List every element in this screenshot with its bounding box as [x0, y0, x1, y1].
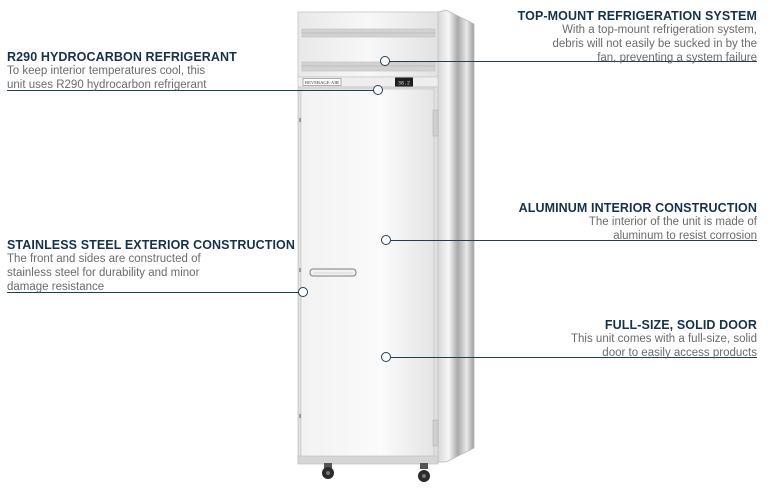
feature-description: With a top-mount refrigeration system, d… [552, 24, 757, 64]
feature-description: The front and sides are constructed of s… [7, 253, 201, 293]
feature-description: This unit comes with a full-size, solid … [571, 333, 757, 359]
hinge-bottom [432, 419, 439, 447]
feature-title: FULL-SIZE, SOLID DOOR [604, 318, 757, 332]
feature-description: The interior of the unit is made of alum… [588, 216, 757, 242]
feature-top-mount: TOP-MOUNT REFRIGERATION SYSTEM With a to… [518, 9, 757, 65]
hinge-top [432, 109, 439, 137]
temperature-display [395, 77, 413, 87]
feature-door: FULL-SIZE, SOLID DOOR This unit comes wi… [571, 318, 757, 360]
callout-dot-stainless [298, 287, 308, 297]
feature-aluminum: ALUMINUM INTERIOR CONSTRUCTION The inter… [519, 201, 757, 243]
callout-dot-aluminum [381, 235, 391, 245]
cabinet-side [437, 9, 475, 463]
feature-stainless: STAINLESS STEEL EXTERIOR CONSTRUCTION Th… [7, 238, 295, 294]
cabinet-base [297, 455, 439, 465]
caster-left [322, 463, 334, 479]
feature-description: To keep interior temperatures cool, this… [7, 65, 207, 91]
callout-dot-door [381, 352, 391, 362]
callout-line-top-mount [386, 61, 757, 63]
callout-dot-r290 [373, 85, 383, 95]
feature-r290: R290 HYDROCARBON REFRIGERANT To keep int… [7, 50, 237, 92]
callout-line-aluminum [391, 240, 757, 242]
feature-title: STAINLESS STEEL EXTERIOR CONSTRUCTION [7, 238, 295, 252]
door-handle [309, 268, 357, 277]
callout-dot-top-mount [380, 56, 390, 66]
feature-title: ALUMINUM INTERIOR CONSTRUCTION [518, 201, 757, 215]
caster-right [418, 463, 430, 482]
temperature-reading: 38.2 [398, 80, 410, 86]
callout-line-door [391, 357, 757, 359]
callout-line-stainless [7, 292, 303, 294]
feature-title: R290 HYDROCARBON REFRIGERANT [7, 50, 237, 64]
brand-badge [302, 78, 342, 86]
callout-line-r290 [7, 90, 378, 92]
feature-title: TOP-MOUNT REFRIGERATION SYSTEM [517, 9, 757, 23]
brand-label: BEVERAGE-AIR [305, 80, 340, 85]
